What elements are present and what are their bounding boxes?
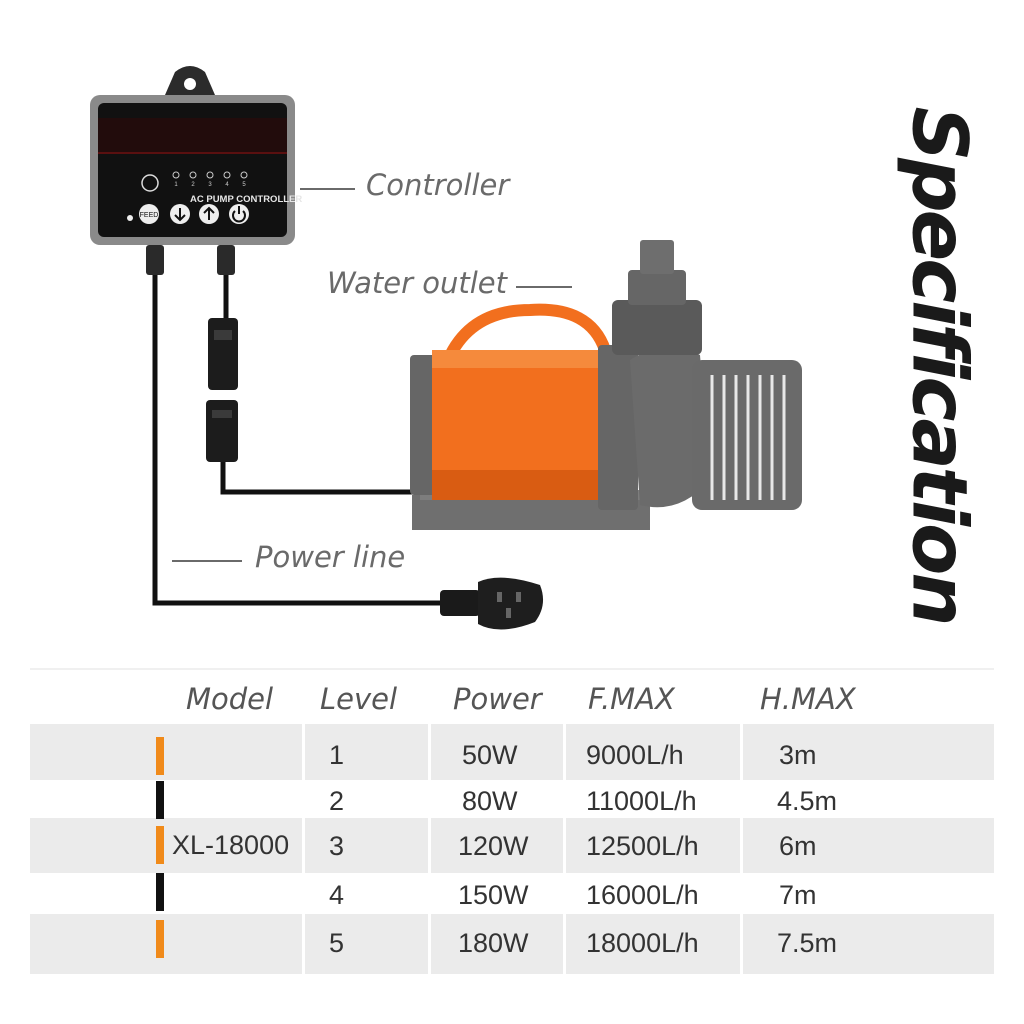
row-marker-orange (156, 737, 164, 775)
row-marker-black (156, 873, 164, 911)
hmax-cell: 4.5m (777, 786, 838, 816)
fmax-cell: 16000L/h (586, 880, 699, 910)
column-divider (740, 724, 743, 974)
level-cell: 4 (329, 880, 345, 910)
power-cell: 50W (462, 740, 518, 770)
controller-label: AC PUMP CONTROLLER (190, 194, 302, 205)
controller-box: AC PUMP CONTROLLER FEED 1 2 3 4 5 (90, 66, 302, 245)
power-line-callout-line (172, 560, 242, 562)
table-row (30, 724, 994, 780)
power-cell: 180W (458, 928, 529, 958)
water-pump (410, 240, 802, 530)
controller-level-label: 3 (208, 182, 212, 188)
row-marker-orange (156, 826, 164, 864)
header-level: Level (320, 682, 398, 716)
header-hmax: H.MAX (760, 682, 856, 716)
controller-level-label: 1 (174, 182, 178, 188)
level-cell: 5 (329, 928, 345, 958)
header-power: Power (453, 682, 542, 716)
header-model: Model (186, 682, 274, 716)
header-fmax: F.MAX (588, 682, 675, 716)
level-cell: 2 (329, 786, 345, 816)
table-row (30, 818, 994, 873)
row-marker-black (156, 781, 164, 819)
power-cell: 150W (458, 880, 529, 910)
feed-button-label: FEED (140, 212, 159, 219)
pump-cable (220, 270, 430, 495)
row-marker-orange (156, 920, 164, 958)
hmax-cell: 3m (779, 740, 817, 770)
table-top-divider (30, 668, 994, 670)
specification-title: Specification (895, 106, 985, 624)
column-divider (563, 724, 566, 974)
column-divider (302, 724, 305, 974)
level-cell: 3 (329, 831, 345, 861)
cable-connector-female (208, 318, 238, 390)
power-plug (440, 577, 544, 630)
table-row (30, 914, 994, 974)
level-cell: 1 (329, 740, 345, 770)
power-cable (152, 270, 450, 606)
product-illustration: AC PUMP CONTROLLER FEED 1 2 3 4 5 (90, 66, 802, 630)
hmax-cell: 6m (779, 831, 817, 861)
power-cell: 120W (458, 831, 529, 861)
controller-callout-line (300, 188, 355, 190)
fmax-cell: 18000L/h (586, 928, 699, 958)
column-divider (428, 724, 431, 974)
hmax-cell: 7m (779, 880, 817, 910)
cable-connector-male (206, 400, 238, 462)
controller-callout: Controller (366, 168, 510, 202)
hmax-cell: 7.5m (777, 928, 838, 958)
fmax-cell: 11000L/h (586, 786, 697, 816)
fmax-cell: 12500L/h (586, 831, 699, 861)
power-line-callout: Power line (255, 540, 406, 574)
controller-level-label: 5 (242, 182, 246, 188)
water-outlet-callout: Water outlet (327, 266, 507, 300)
controller-level-label: 4 (225, 182, 229, 188)
controller-level-label: 2 (191, 182, 195, 188)
model-cell: XL-18000 (172, 830, 290, 860)
water-outlet-callout-line (516, 286, 572, 288)
power-cell: 80W (462, 786, 518, 816)
fmax-cell: 9000L/h (586, 740, 684, 770)
